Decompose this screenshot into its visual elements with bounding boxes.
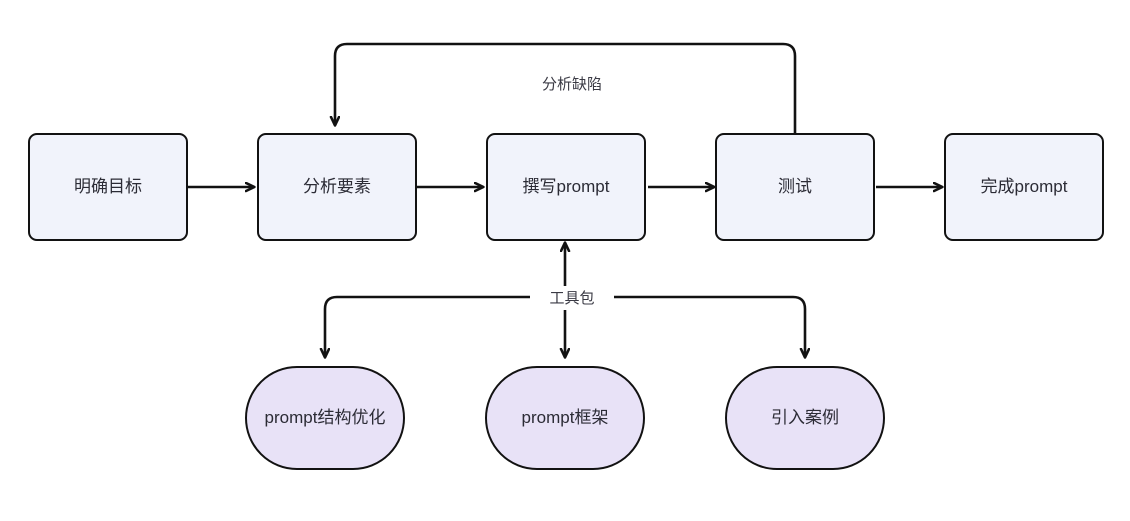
node-introduce-cases[interactable]: 引入案例	[725, 366, 885, 470]
node-prompt-framework-label: prompt框架	[521, 407, 609, 427]
node-done-label: 完成prompt	[980, 176, 1068, 196]
node-analyze-elements-label: 分析要素	[303, 176, 371, 196]
node-prompt-structure-optimization[interactable]: prompt结构优化	[245, 366, 405, 470]
toolkit-label-text: 工具包	[549, 290, 595, 307]
node-test[interactable]: 测试	[715, 133, 875, 241]
node-write-prompt[interactable]: 撰写prompt	[486, 133, 646, 241]
node-write-prompt-label: 撰写prompt	[522, 176, 610, 196]
node-goal-label: 明确目标	[74, 176, 142, 196]
node-test-label: 测试	[778, 176, 812, 196]
edge-toolkit-bus-right	[602, 295, 805, 357]
node-introduce-cases-label: 引入案例	[771, 407, 839, 427]
node-prompt-framework[interactable]: prompt框架	[485, 366, 645, 470]
feedback-loop-label-text: 分析缺陷	[541, 76, 602, 93]
node-done[interactable]: 完成prompt	[944, 133, 1104, 241]
feedback-loop-label: 分析缺陷	[508, 72, 636, 95]
edge-toolkit-bus-left	[325, 295, 548, 357]
toolkit-label: 工具包	[530, 286, 614, 309]
node-analyze-elements[interactable]: 分析要素	[257, 133, 417, 241]
node-goal[interactable]: 明确目标	[28, 133, 188, 241]
node-prompt-structure-optimization-label: prompt结构优化	[264, 407, 386, 427]
